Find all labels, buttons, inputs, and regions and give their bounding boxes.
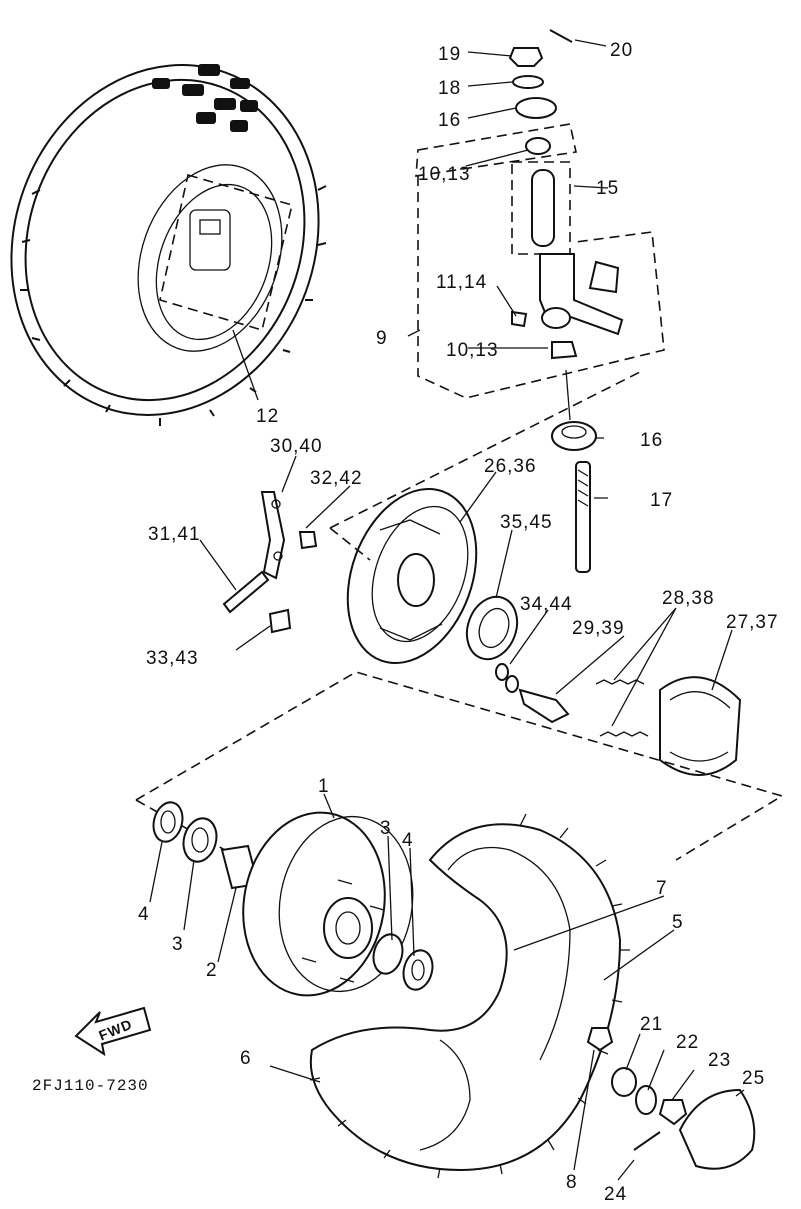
hub-wheel-group: [74, 671, 784, 1181]
callout-33-43: 33,43: [146, 648, 199, 669]
callout-1: 1: [318, 776, 330, 797]
callout-27-37: 27,37: [726, 612, 779, 633]
callout-24: 24: [604, 1184, 627, 1205]
callout-4-right: 4: [402, 830, 414, 851]
callout-8: 8: [566, 1172, 578, 1193]
callout-30-40: 30,40: [270, 436, 323, 457]
callout-10-13-top: 10,13: [418, 164, 471, 185]
callout-7: 7: [656, 878, 668, 899]
callout-9: 9: [376, 328, 388, 349]
callout-16-bottom: 16: [640, 430, 663, 451]
callout-2: 2: [206, 960, 218, 981]
tread-blocks: [152, 64, 258, 132]
callout-29-39: 29,39: [572, 618, 625, 639]
callout-35-45: 35,45: [500, 512, 553, 533]
callout-28-38: 28,38: [662, 588, 715, 609]
callout-3-right: 3: [380, 818, 392, 839]
callout-15: 15: [596, 178, 619, 199]
callout-6: 6: [240, 1048, 252, 1069]
brake-panel-group: [199, 371, 742, 776]
callout-12: 12: [256, 406, 279, 427]
callout-21: 21: [640, 1014, 663, 1035]
callout-23: 23: [708, 1050, 731, 1071]
callout-16-top: 16: [438, 110, 461, 131]
fwd-arrow-icon: [74, 1006, 152, 1057]
callout-26-36: 26,36: [484, 456, 537, 477]
callout-labels: 19 20 18 16 10,13 15 11,14 9 10,13 16 12…: [32, 40, 779, 1205]
callout-4-left: 4: [138, 904, 150, 925]
assembled-wheel: [10, 64, 327, 426]
knuckle-group: [407, 29, 665, 573]
callout-31-41: 31,41: [148, 524, 201, 545]
callout-11-14: 11,14: [436, 272, 487, 293]
drawing-code: 2FJ110-7230: [32, 1077, 149, 1095]
callout-25: 25: [742, 1068, 765, 1089]
callout-5: 5: [672, 912, 684, 933]
callout-18: 18: [438, 78, 461, 99]
callout-34-44: 34,44: [520, 594, 573, 615]
callout-22: 22: [676, 1032, 699, 1053]
callout-19: 19: [438, 44, 461, 65]
callout-17: 17: [650, 490, 673, 511]
callout-20: 20: [610, 40, 633, 61]
callout-10-13-bottom: 10,13: [446, 340, 499, 361]
callout-32-42: 32,42: [310, 468, 363, 489]
callout-3-left: 3: [172, 934, 184, 955]
